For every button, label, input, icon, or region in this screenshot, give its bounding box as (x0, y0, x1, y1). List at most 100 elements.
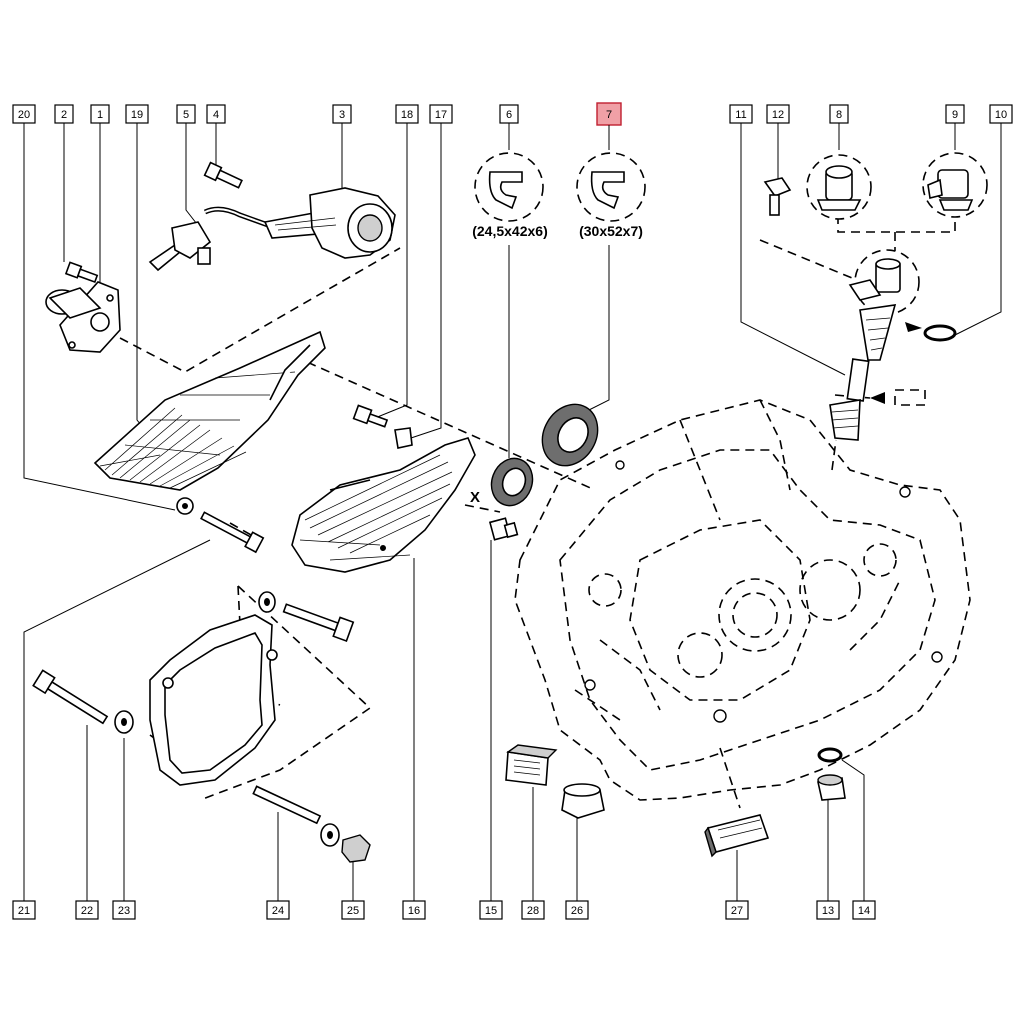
svg-text:12: 12 (772, 109, 784, 121)
marker-x: X (470, 489, 480, 506)
svg-text:25: 25 (347, 905, 359, 917)
svg-text:19: 19 (131, 109, 143, 121)
svg-text:22: 22 (81, 905, 93, 917)
svg-text:17: 17 (435, 109, 447, 121)
callout-6[interactable]: 6 (499, 104, 519, 124)
washer-part-20 (176, 497, 194, 515)
washer-part-24 (320, 823, 340, 847)
shield-part-19 (93, 330, 326, 491)
bolt-part-21 (200, 511, 265, 554)
callout-13[interactable]: 13 (816, 900, 840, 920)
nut-part-25 (341, 834, 371, 863)
svg-text:23: 23 (118, 905, 130, 917)
bolt-part-4 (203, 161, 243, 189)
svg-text:X: X (470, 489, 480, 506)
seal-part-7 (541, 403, 599, 467)
svg-text:8: 8 (836, 109, 842, 121)
callout-4[interactable]: 4 (206, 104, 226, 124)
svg-text:3: 3 (339, 109, 345, 121)
svg-text:18: 18 (401, 109, 413, 121)
detail-circle-8 (806, 154, 872, 220)
callout-18[interactable]: 18 (395, 104, 419, 124)
washer-part-top (258, 591, 276, 613)
callout-26[interactable]: 26 (565, 900, 589, 920)
guide-tube-part-1 (45, 281, 121, 353)
bolt-upper (282, 603, 355, 643)
svg-text:26: 26 (571, 905, 583, 917)
bleed-pipe-part-5 (148, 206, 269, 272)
svg-text:28: 28 (527, 905, 539, 917)
callout-9[interactable]: 9 (945, 104, 965, 124)
gasket (149, 614, 278, 786)
seal-part-6 (490, 457, 534, 507)
callout-11[interactable]: 11 (729, 104, 753, 124)
svg-text:5: 5 (183, 109, 189, 121)
leader-lines (23, 123, 1002, 901)
svg-text:10: 10 (995, 109, 1007, 121)
callout-8[interactable]: 8 (829, 104, 849, 124)
svg-text:1: 1 (97, 109, 103, 121)
callout-7-highlighted[interactable]: 7 (596, 102, 622, 126)
arrow-oring (905, 322, 922, 332)
callout-10[interactable]: 10 (989, 104, 1013, 124)
svg-text:4: 4 (213, 109, 219, 121)
plug-part-26 (561, 783, 605, 819)
block-part-27 (704, 814, 770, 858)
callout-21[interactable]: 21 (12, 900, 36, 920)
callout-2[interactable]: 2 (54, 104, 74, 124)
washer-part-14 (817, 747, 843, 763)
svg-text:20: 20 (18, 109, 30, 121)
callout-19[interactable]: 19 (125, 104, 149, 124)
slave-cylinder-part-3 (263, 187, 396, 259)
callout-1[interactable]: 1 (90, 104, 110, 124)
detail-circle-speedo (848, 249, 920, 315)
washer-part-23 (114, 710, 134, 734)
oring-part-10 (923, 324, 957, 342)
bolt-part-18 (352, 404, 389, 428)
bolt-part-2 (64, 261, 99, 284)
shield-part-16 (291, 437, 476, 573)
clip-part-17 (394, 427, 413, 449)
svg-text:14: 14 (858, 905, 870, 917)
callout-16[interactable]: 16 (402, 900, 426, 920)
svg-text:9: 9 (952, 109, 958, 121)
callout-27[interactable]: 27 (725, 900, 749, 920)
svg-text:(24,5x42x6): (24,5x42x6) (472, 223, 548, 239)
plug-part-13 (817, 774, 846, 801)
callout-23[interactable]: 23 (112, 900, 136, 920)
svg-text:6: 6 (506, 109, 512, 121)
gearbox-housing (514, 399, 971, 801)
callout-25[interactable]: 25 (341, 900, 365, 920)
callout-5[interactable]: 5 (176, 104, 196, 124)
svg-text:27: 27 (731, 905, 743, 917)
bolt-part-22 (32, 669, 109, 725)
svg-text:(30x52x7): (30x52x7) (579, 223, 643, 239)
callout-28[interactable]: 28 (521, 900, 545, 920)
drive-gear-part-11 (829, 304, 897, 441)
svg-text:21: 21 (18, 905, 30, 917)
svg-text:24: 24 (272, 905, 284, 917)
seal-detail-6: (24,5x42x6) (472, 152, 548, 239)
callout-12[interactable]: 12 (766, 104, 790, 124)
callout-15[interactable]: 15 (479, 900, 503, 920)
part-15 (488, 517, 519, 541)
callout-3[interactable]: 3 (332, 104, 352, 124)
filter-part-28 (505, 744, 558, 786)
svg-text:11: 11 (735, 109, 746, 121)
svg-text:7: 7 (606, 109, 612, 121)
bolt-part-12 (763, 177, 792, 216)
svg-text:2: 2 (61, 109, 67, 121)
callout-22[interactable]: 22 (75, 900, 99, 920)
svg-text:13: 13 (822, 905, 834, 917)
arrow-bracket (870, 389, 926, 406)
stud-part-24 (252, 785, 322, 825)
callout-20[interactable]: 20 (12, 104, 36, 124)
svg-text:15: 15 (485, 905, 497, 917)
svg-text:16: 16 (408, 905, 420, 917)
seal-detail-7: (30x52x7) (576, 152, 646, 239)
callout-17[interactable]: 17 (429, 104, 453, 124)
callout-24[interactable]: 24 (266, 900, 290, 920)
callout-14[interactable]: 14 (852, 900, 876, 920)
detail-circle-9 (922, 152, 988, 218)
